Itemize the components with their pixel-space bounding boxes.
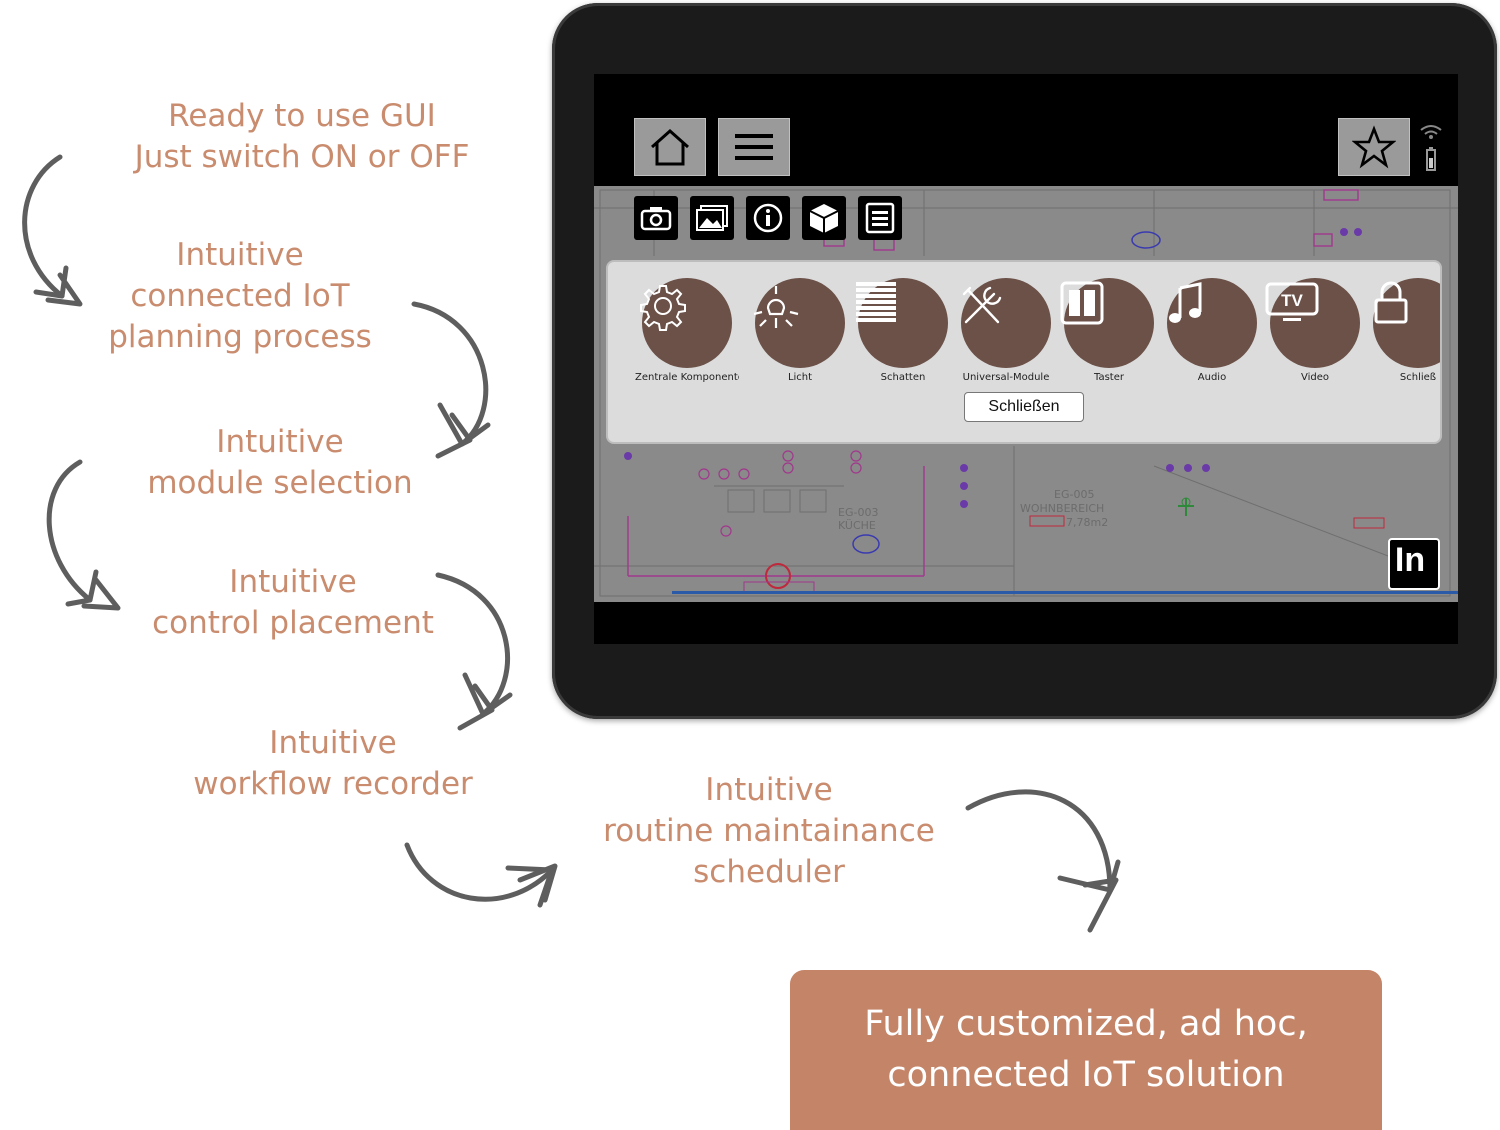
app-top-bar bbox=[594, 74, 1458, 186]
module-schatten[interactable]: Schatten bbox=[851, 278, 955, 383]
final-line-2: connected IoT solution bbox=[887, 1055, 1285, 1095]
svg-text:TV: TV bbox=[1281, 291, 1303, 310]
close-button[interactable]: Schließen bbox=[964, 392, 1084, 422]
plan-room-name-1: KÜCHE bbox=[838, 519, 876, 532]
tablet-screen: EG-003 KÜCHE EG-005 WOHNBEREICH 7,78m2 bbox=[594, 74, 1458, 644]
caption-ready-gui: Ready to use GUI Just switch ON or OFF bbox=[134, 98, 470, 175]
module-zentrale-komponenten[interactable]: Zentrale Komponenten bbox=[635, 278, 739, 383]
module-label: Licht bbox=[787, 372, 813, 383]
module-licht[interactable]: Licht bbox=[748, 278, 852, 383]
blinds-icon bbox=[856, 282, 896, 322]
lock-icon bbox=[1374, 281, 1408, 324]
module-schliess[interactable]: Schließ bbox=[1366, 278, 1440, 383]
module-label: Taster bbox=[1094, 372, 1124, 383]
home-button[interactable] bbox=[634, 118, 706, 176]
arrow-4-icon bbox=[435, 572, 510, 717]
list-button[interactable] bbox=[858, 196, 902, 240]
floor-plan-drawing: EG-003 KÜCHE EG-005 WOHNBEREICH 7,78m2 bbox=[594, 189, 1458, 597]
final-line-1: Fully customized, ad hoc, bbox=[864, 1004, 1308, 1044]
caption-workflow-recorder: Intuitive workflow recorder bbox=[193, 725, 473, 802]
gear-icon bbox=[640, 285, 686, 331]
camera-button[interactable] bbox=[634, 196, 678, 240]
module-label: Universal-Module bbox=[962, 372, 1050, 383]
cube-icon bbox=[809, 204, 839, 233]
module-universal[interactable]: Universal-Module bbox=[954, 278, 1058, 383]
list-icon bbox=[865, 202, 895, 234]
caption-control-placement: Intuitive control placement bbox=[152, 564, 434, 641]
image-icon bbox=[696, 205, 728, 231]
info-button[interactable] bbox=[746, 196, 790, 240]
arrow-3-icon bbox=[46, 459, 93, 603]
light-bulb-icon bbox=[753, 286, 799, 328]
floor-plan-view[interactable]: EG-003 KÜCHE EG-005 WOHNBEREICH 7,78m2 bbox=[594, 186, 1458, 602]
svg-text:In: In bbox=[1395, 541, 1425, 576]
tools-icon bbox=[962, 286, 1002, 324]
module-taster[interactable]: Taster bbox=[1057, 278, 1161, 383]
info-icon bbox=[753, 203, 783, 233]
home-icon bbox=[651, 128, 689, 166]
module-label: Schließ bbox=[1399, 372, 1437, 383]
module-video[interactable]: TV Video bbox=[1263, 278, 1367, 383]
app-logo: In bbox=[1388, 538, 1440, 590]
caption-module-selection: Intuitive module selection bbox=[147, 424, 413, 501]
module-label: Audio bbox=[1197, 372, 1227, 383]
wifi-icon bbox=[1420, 125, 1442, 135]
battery-icon bbox=[1426, 147, 1436, 171]
music-note-icon bbox=[1169, 282, 1202, 323]
plan-wall-line bbox=[672, 591, 1458, 594]
module-label: Schatten bbox=[880, 372, 926, 383]
caption-maintenance-scheduler: Intuitive routine maintainance scheduler bbox=[603, 772, 935, 890]
caption-planning-process: Intuitive connected IoT planning process bbox=[108, 237, 372, 355]
arrow-1-icon bbox=[22, 154, 65, 299]
menu-button[interactable] bbox=[718, 118, 790, 176]
arrow-5-icon bbox=[404, 842, 555, 902]
3d-view-button[interactable] bbox=[802, 196, 846, 240]
gallery-button[interactable] bbox=[690, 196, 734, 240]
plan-room-name-2: WOHNBEREICH bbox=[1020, 502, 1104, 515]
switch-icon bbox=[1060, 281, 1104, 325]
star-icon bbox=[1352, 125, 1396, 169]
status-indicators bbox=[1420, 125, 1442, 171]
module-label: Video bbox=[1300, 372, 1330, 383]
module-audio[interactable]: Audio bbox=[1160, 278, 1264, 383]
camera-icon bbox=[640, 207, 672, 231]
hamburger-menu-icon bbox=[735, 134, 773, 160]
arrow-2-icon bbox=[411, 301, 489, 447]
plan-room-code-2: EG-005 bbox=[1054, 488, 1094, 501]
module-selection-dialog: Zentrale Komponenten Licht bbox=[608, 262, 1440, 442]
module-label: Zentrale Komponenten bbox=[635, 372, 739, 383]
arrow-6-icon bbox=[965, 789, 1113, 893]
tv-icon: TV bbox=[1265, 282, 1319, 321]
favorite-button[interactable] bbox=[1338, 118, 1410, 176]
plan-room-area-2: 7,78m2 bbox=[1066, 516, 1108, 529]
final-solution-banner: Fully customized, ad hoc, connected IoT … bbox=[790, 970, 1382, 1130]
plan-room-code-1: EG-003 bbox=[838, 506, 878, 519]
